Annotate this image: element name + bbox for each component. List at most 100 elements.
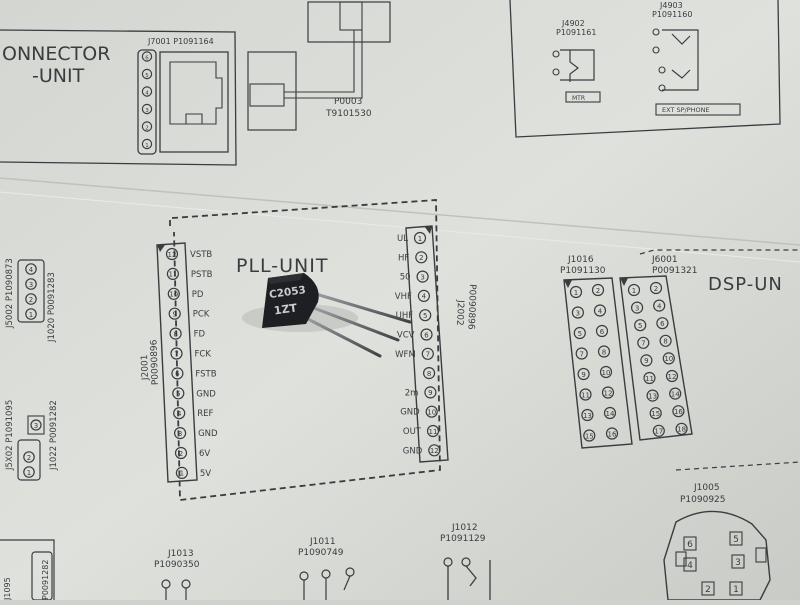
- j2002-header: [405, 225, 449, 463]
- j1016-pin: 4: [598, 307, 603, 315]
- j6001-pin-circle: [662, 352, 675, 365]
- j1016-pin-circle: [581, 408, 594, 422]
- transistor-marking-1: C2053: [268, 284, 306, 301]
- j7001-pin-circle: [141, 68, 153, 80]
- transistor-lead-2: [312, 306, 400, 342]
- j2001-pin: 1: [180, 470, 184, 478]
- j2002-signal-label: HF: [398, 253, 409, 263]
- j1005-pin-box: [731, 554, 745, 569]
- j2001-pin: 12: [168, 251, 177, 259]
- j2001-signal-label: 6V: [199, 449, 210, 459]
- j5002-pin: 4: [29, 266, 34, 274]
- j2002-pin: 9: [428, 389, 432, 397]
- j1016-pin-circle: [577, 367, 590, 381]
- j5002-pin: 2: [29, 296, 33, 304]
- j5002-pin-circle: [25, 308, 37, 320]
- j1016-pin: 8: [602, 348, 606, 356]
- j2002-pin-circle: [423, 367, 436, 380]
- j6001-pin: 10: [664, 355, 673, 363]
- j5002-pin-circle: [25, 293, 37, 305]
- j1012-ref: J1012: [451, 523, 478, 533]
- j2002-signal-label: VHF: [395, 292, 412, 302]
- j6001-pin: 3: [635, 304, 639, 312]
- j1016-pin-circle: [579, 388, 592, 401]
- jack-block: J4902 P1091161 MTR J4903 P1091160 EXT SP…: [509, 0, 781, 138]
- j2002-pin: 7: [426, 351, 430, 359]
- j7001-pin-strip: [137, 49, 157, 155]
- j6001-pin-circle: [634, 319, 647, 332]
- j6001-pin-circle: [653, 299, 666, 312]
- j6001-pin: 9: [644, 357, 648, 365]
- j7001-pin: 1: [145, 143, 149, 149]
- j6001-pin: 17: [654, 428, 663, 436]
- j7001-modular-jack: [159, 51, 229, 153]
- j7001-pin-circle: [141, 121, 153, 132]
- j4903-ref: J4903: [659, 1, 683, 10]
- j2002-signal-label: WFM: [395, 350, 416, 360]
- j2001-pin-circle: [168, 307, 181, 320]
- j1005-pin-box: [683, 536, 697, 551]
- j6001-pin: 14: [671, 390, 680, 398]
- j2002-pin-circle: [419, 309, 432, 322]
- j5002-label: J5002 P1090873: [5, 258, 15, 329]
- j2002-pin-circle: [420, 328, 433, 341]
- transistor-lead-1: [314, 292, 412, 324]
- j7001-pin: 6: [145, 55, 149, 61]
- j6001-pin: 4: [657, 302, 662, 310]
- j6001-pin: 18: [677, 426, 686, 434]
- j4902-tag: MTR: [572, 95, 585, 102]
- j6001-pin-circle: [665, 369, 679, 383]
- j1016-pin: 9: [581, 371, 585, 379]
- j1016-pin-circle: [601, 386, 615, 399]
- j2002-signal-label: GND: [403, 446, 423, 456]
- j6001-block: J6001 P0091321 DSP-UN: [619, 249, 800, 471]
- j1005-pin-label: 5: [733, 535, 739, 545]
- connector-unit-label-1: ONNECTOR: [2, 43, 110, 65]
- j1016-pin: 5: [578, 330, 582, 338]
- j1022-pin-circle: [23, 466, 35, 478]
- j1016-pin: 16: [608, 430, 617, 438]
- pll-unit-block: PLL-UNIT J2001 P0090896 J2002 P0090896: [140, 199, 477, 502]
- j5002-pin: 1: [29, 311, 33, 319]
- j2001-ref: J2001: [140, 354, 151, 381]
- j1016-pin-circle: [595, 324, 609, 338]
- j2002-pin: 8: [427, 370, 431, 378]
- j1016-pin-circle: [575, 347, 588, 360]
- j2002-pin-circle: [425, 405, 438, 418]
- j2002-pin: 6: [424, 331, 429, 339]
- j2001-signal-label: FD: [194, 330, 206, 340]
- j7001-pin: 5: [145, 73, 149, 79]
- j1005-pin-label: 4: [687, 561, 693, 571]
- j4903-tag: EXT SP/PHONE: [662, 106, 710, 114]
- j2002-signal-label: VCV: [397, 331, 415, 341]
- connector-unit-block: ONNECTOR -UNIT J7001 P1091164: [0, 29, 237, 166]
- j2002-signal-label: UL: [397, 234, 408, 244]
- j2001-signal-label: 5V: [200, 469, 211, 479]
- j1016-pin-circle: [573, 326, 586, 340]
- j1005-pin-box: [701, 581, 715, 596]
- j2001-pin-circle: [165, 247, 179, 261]
- j2001-signal-label: GND: [198, 429, 218, 439]
- j6001-pin: 11: [645, 375, 654, 383]
- j4902-part: P1091161: [556, 28, 596, 37]
- j1016-pin-circle: [571, 306, 585, 319]
- j1005-pin-box: [683, 557, 697, 572]
- left-edge-block: J5002 P1090873 J1020 P0091283 J5X02 P109…: [0, 258, 59, 601]
- j2001-signal-label: PSTB: [191, 270, 213, 280]
- j1016-block: J1016 P1091130: [560, 255, 633, 449]
- j1005-pin-label: 2: [705, 585, 711, 595]
- j2001-pin-circle: [171, 367, 184, 380]
- j6001-pin: 5: [638, 322, 642, 330]
- j2001-signal-label: REF: [197, 409, 213, 419]
- j6001-pin-circle: [646, 389, 659, 402]
- pll-unit-title: PLL-UNIT: [236, 255, 328, 277]
- j2002-part: P0090896: [465, 284, 477, 330]
- j2001-pin-circle: [169, 327, 182, 340]
- j1016-part: P1091130: [560, 266, 606, 276]
- j1005-pin-label: 3: [735, 558, 741, 568]
- bottom-left-part: P0091282: [41, 560, 50, 600]
- j2002-pin-circle: [413, 231, 427, 245]
